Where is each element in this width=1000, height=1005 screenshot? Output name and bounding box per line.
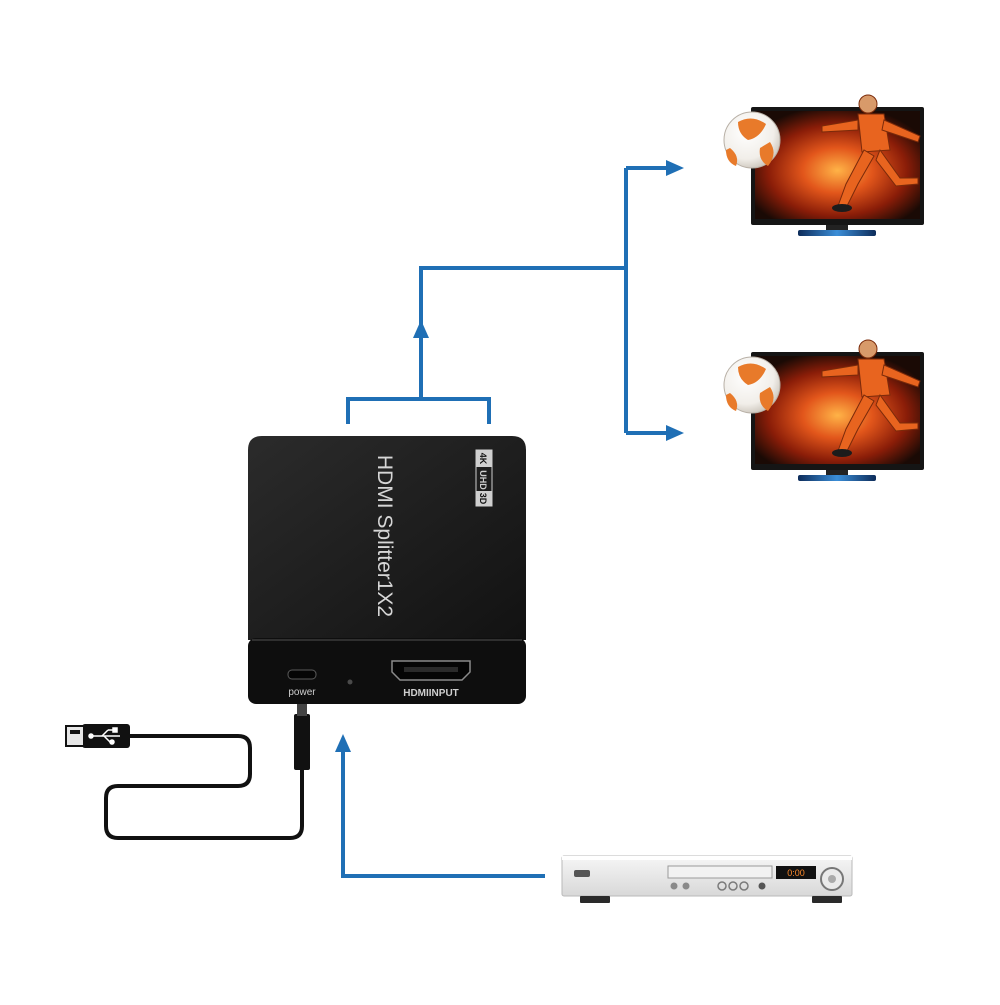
tv-top [723,94,924,236]
arrow-up-icon [335,734,351,752]
arrow-right-icon [666,425,684,441]
micro-usb-plug [294,714,310,770]
output-trunk-line [419,266,626,335]
player-display [776,866,816,879]
tv-stand-neck [826,225,848,230]
dvd-player: 0:00 [561,855,853,903]
player-display-text: 0:00 [787,868,805,878]
tv-stand-base [798,230,876,236]
hdmi-splitter-device: HDMI Splitter1X2 4K UHD 3D power HDMIINP… [248,436,526,704]
badge-3d: 3D [478,493,488,505]
cable-wire [104,734,304,840]
tv-bottom [723,339,924,481]
status-led [347,679,353,685]
power-label: power [288,687,316,698]
arrow-right-icon [666,160,684,176]
arrow-up-icon [413,320,429,338]
disc-tray [667,865,773,879]
device-front-face [248,638,526,704]
device-top-surface [248,436,526,640]
badge-uhd: UHD [478,470,488,490]
usb-power-cable [65,704,310,840]
soccer-ball-icon [723,111,781,169]
tv-stand-base [798,475,876,481]
input-signal-line [341,748,545,878]
usb-icon [88,727,120,745]
tv-stand-neck [826,470,848,475]
signal-arrows [341,166,668,878]
arrowheads [335,160,684,752]
device-title: HDMI Splitter1X2 [373,455,396,617]
player-foot [812,896,842,903]
hdmi-input-label: HDMIINPUT [403,688,459,699]
badge-4k: 4K [478,453,488,465]
player-power-button [574,870,590,877]
soccer-ball-icon [723,356,781,414]
player-foot [580,896,610,903]
soccer-player-figure [821,94,921,209]
soccer-player-figure [821,339,921,454]
power-port [287,669,317,680]
spec-badges: 4K UHD 3D [475,449,493,507]
output-bracket-line [346,397,491,424]
